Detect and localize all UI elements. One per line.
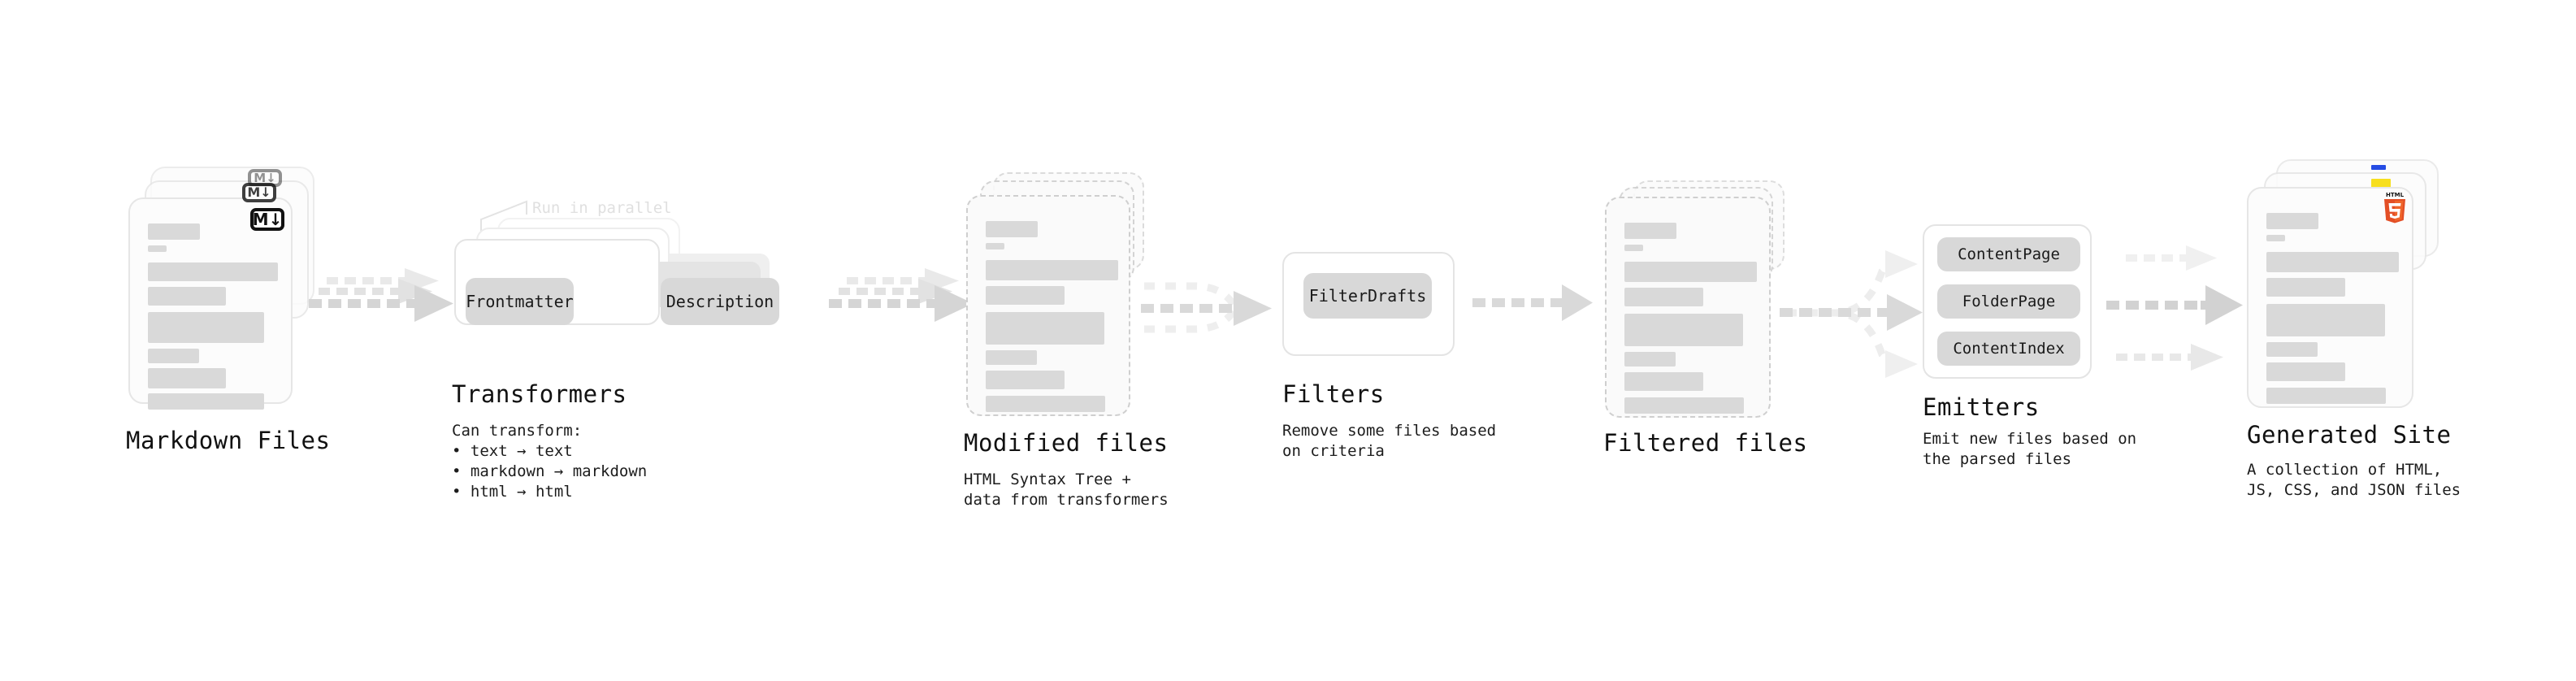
skeleton-bar — [2266, 304, 2385, 336]
skeleton-bar — [148, 287, 226, 306]
skeleton-bar — [148, 393, 264, 410]
skeleton-bar — [1624, 314, 1743, 346]
markdown-badge: M↓ — [242, 183, 276, 202]
skeleton-bar — [1624, 245, 1643, 251]
skeleton-bar — [2266, 278, 2345, 297]
emitter-pill-folderpage[interactable]: FolderPage — [1937, 284, 2080, 319]
skeleton-bar — [148, 368, 226, 388]
html5-badge: HTML — [2384, 192, 2405, 223]
markdown-badge-text: M↓ — [254, 170, 276, 185]
run-in-parallel-bracket — [480, 200, 527, 237]
stage-title-generated-site: Generated Site — [2247, 421, 2452, 449]
skeleton-bar — [986, 396, 1105, 412]
skeleton-bar — [986, 286, 1065, 305]
emitter-pill-label: ContentPage — [1958, 245, 2060, 263]
skeleton-bar — [986, 243, 1004, 249]
emitter-pill-label: FolderPage — [1962, 293, 2056, 310]
transformer-pill-description[interactable]: Description — [661, 278, 779, 325]
connector-modified-to-filters — [1141, 282, 1272, 333]
emitter-pill-label: ContentIndex — [1953, 340, 2065, 358]
skeleton-bar — [986, 350, 1037, 365]
stage-title-emitters: Emitters — [1923, 393, 2040, 421]
emitter-pill-contentindex[interactable]: ContentIndex — [1937, 332, 2080, 366]
skeleton-bar — [2266, 362, 2345, 381]
stage-subtitle-transformers: Can transform: • text → text • markdown … — [452, 422, 648, 501]
skeleton-bar — [1624, 223, 1676, 239]
skeleton-bar — [2266, 235, 2285, 241]
skeleton-bar — [1624, 397, 1744, 414]
stage-title-modified-files: Modified files — [964, 429, 1169, 457]
markdown-badge-text: M↓ — [252, 210, 283, 229]
skeleton-bar — [148, 312, 264, 343]
skeleton-bar — [148, 223, 200, 240]
skeleton-bar — [986, 260, 1118, 280]
stage-title-markdown-files: Markdown Files — [126, 427, 331, 454]
connector-md-to-transformers — [309, 268, 453, 322]
skeleton-bar — [1624, 352, 1676, 367]
connector-transformers-to-modified — [829, 268, 974, 322]
skeleton-bar — [148, 349, 199, 363]
markdown-badge-text: M↓ — [247, 184, 271, 200]
stage-subtitle-generated-site: A collection of HTML, JS, CSS, and JSON … — [2247, 461, 2461, 499]
stage-subtitle-filters: Remove some files based on criteria — [1282, 422, 1497, 460]
emitter-pill-contentpage[interactable]: ContentPage — [1937, 237, 2080, 271]
markdown-card-front — [128, 197, 293, 410]
skeleton-bar — [986, 371, 1065, 389]
skeleton-bar — [148, 262, 278, 281]
generated-card-front — [2247, 187, 2413, 408]
skeleton-bar — [1624, 262, 1757, 282]
html5-badge-text: HTML — [2386, 192, 2405, 198]
css3-badge — [2371, 165, 2386, 170]
markdown-badge: M↓ — [250, 208, 284, 231]
skeleton-bar — [2266, 252, 2399, 272]
skeleton-bar — [1624, 372, 1703, 391]
stage-subtitle-modified-files: HTML Syntax Tree + data from transformer… — [964, 471, 1169, 509]
transformer-pill-label: Frontmatter — [466, 292, 574, 311]
filter-pill-filterdrafts[interactable]: FilterDrafts — [1303, 273, 1432, 319]
skeleton-bar — [148, 245, 167, 252]
transformer-pill-frontmatter[interactable]: Frontmatter — [466, 278, 574, 325]
connector-emitters-to-site — [2106, 245, 2243, 371]
skeleton-bar — [2266, 388, 2386, 404]
skeleton-bar — [986, 312, 1104, 345]
skeleton-bar — [986, 221, 1038, 237]
connector-filters-to-filtered — [1472, 284, 1593, 321]
modified-card-front — [966, 195, 1130, 416]
transformer-pill-label: Description — [666, 292, 774, 311]
stage-title-filters: Filters — [1282, 380, 1385, 408]
run-in-parallel-label: Run in parallel — [532, 199, 672, 217]
stage-subtitle-emitters: Emit new files based on the parsed files — [1923, 430, 2137, 468]
filtered-card-front — [1605, 197, 1771, 418]
stage-title-transformers: Transformers — [452, 380, 627, 408]
filter-pill-label: FilterDrafts — [1308, 286, 1427, 306]
skeleton-bar — [2266, 342, 2318, 357]
connector-filtered-to-emitters — [1780, 250, 1923, 378]
skeleton-bar — [1624, 288, 1703, 306]
skeleton-bar — [2266, 213, 2318, 229]
stage-title-filtered-files: Filtered files — [1603, 429, 1808, 457]
